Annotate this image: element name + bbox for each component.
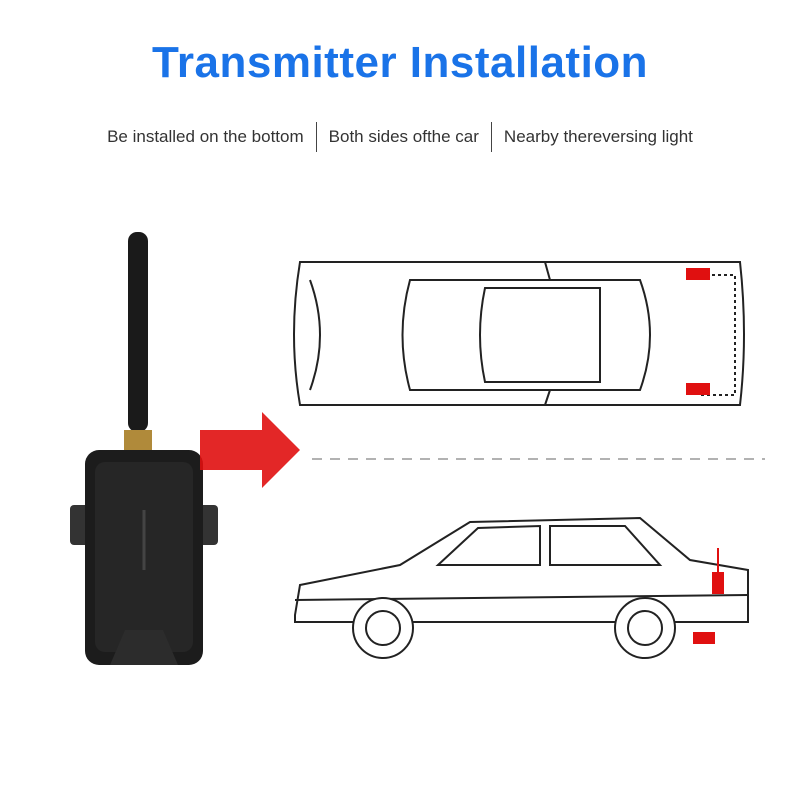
antenna	[128, 232, 148, 432]
car-side-view	[294, 516, 749, 659]
transmitter-marker	[712, 572, 724, 594]
transmitter-device	[70, 232, 218, 665]
feature-list: Be installed on the bottom Both sides of…	[0, 122, 800, 152]
antenna-connector	[124, 430, 152, 452]
feature-reversing-light: Nearby thereversing light	[503, 127, 693, 146]
red-arrow-icon	[200, 412, 300, 488]
transmitter-marker	[686, 383, 710, 395]
feature-sides: Both sides ofthe car	[328, 127, 479, 146]
divider	[315, 122, 317, 152]
car-top-view	[293, 261, 745, 406]
feature-bottom: Be installed on the bottom	[107, 127, 304, 146]
transmitter-marker	[693, 632, 715, 644]
transmitter-marker	[686, 268, 710, 280]
page-title: Transmitter Installation	[151, 38, 649, 87]
divider	[490, 122, 492, 152]
